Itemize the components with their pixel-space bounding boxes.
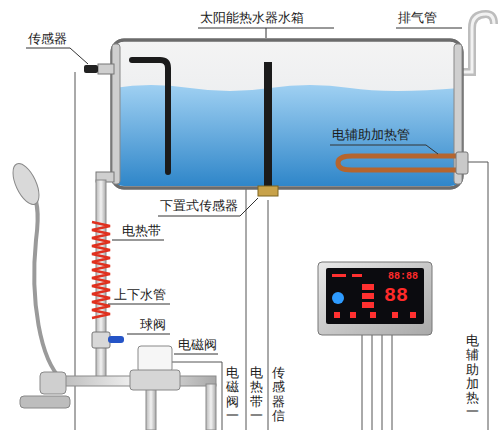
tank-outline xyxy=(112,40,462,188)
part-label: 球阀 xyxy=(140,316,166,333)
part-label: 传感器 xyxy=(28,30,67,47)
controller-screen xyxy=(326,268,424,324)
supply-pipe xyxy=(206,384,216,430)
solenoid-valve-base xyxy=(130,370,180,390)
heater-fitting xyxy=(456,152,468,174)
drain-pipe xyxy=(146,384,156,430)
shower-base xyxy=(20,396,70,408)
leader-lines xyxy=(26,28,462,354)
wire-label: 电辅助加热一 xyxy=(466,334,479,420)
heating-band xyxy=(92,222,110,318)
shower-head xyxy=(8,160,45,208)
leader-line xyxy=(330,145,438,154)
part-label: 上下水管 xyxy=(114,286,166,303)
sensor-pipe xyxy=(98,64,114,74)
leader-line xyxy=(174,354,218,355)
leader-line xyxy=(26,48,88,64)
display-reading: 88:88 xyxy=(388,271,418,282)
controller-icon xyxy=(332,292,344,304)
heating-element xyxy=(338,156,456,170)
wire-label: 电磁阀一 xyxy=(226,366,239,423)
part-label: 排气管 xyxy=(398,9,437,26)
part-label: 下置式传感器 xyxy=(160,197,238,214)
wires xyxy=(75,72,488,430)
leader-line xyxy=(127,334,170,335)
ball-valve-handle xyxy=(108,336,124,343)
shower-mixer xyxy=(40,372,66,394)
sensor-fitting xyxy=(258,186,278,196)
display-reading: 88 xyxy=(384,285,408,307)
leader-line xyxy=(158,198,258,216)
exhaust-pipe-shine xyxy=(462,14,494,72)
top-sensor xyxy=(84,65,98,73)
part-label: 太阳能热水器水箱 xyxy=(200,9,304,26)
ball-valve-body xyxy=(92,332,110,348)
controller-frame xyxy=(318,262,432,335)
part-label: 电热带 xyxy=(122,222,161,239)
sensor-rod xyxy=(264,62,272,188)
exhaust-pipe xyxy=(462,14,494,72)
wire-label: 电热带一 xyxy=(250,366,263,423)
solenoid-valve xyxy=(138,346,172,372)
shower-hose xyxy=(30,190,62,380)
lower-sensor-wire xyxy=(268,200,269,430)
controller-wires xyxy=(362,335,392,430)
leader-line xyxy=(112,240,164,241)
wire-label: 传感器信 xyxy=(272,366,285,423)
leader-line xyxy=(396,28,462,29)
leader-line xyxy=(198,28,334,38)
part-label: 电辅助加热管 xyxy=(332,126,410,143)
leader-line xyxy=(108,304,170,305)
inlet-probe xyxy=(132,60,168,172)
band-wire xyxy=(246,188,247,430)
tank-shell xyxy=(112,40,462,188)
part-label: 电磁阀 xyxy=(178,336,217,353)
heater-wire xyxy=(466,162,488,430)
